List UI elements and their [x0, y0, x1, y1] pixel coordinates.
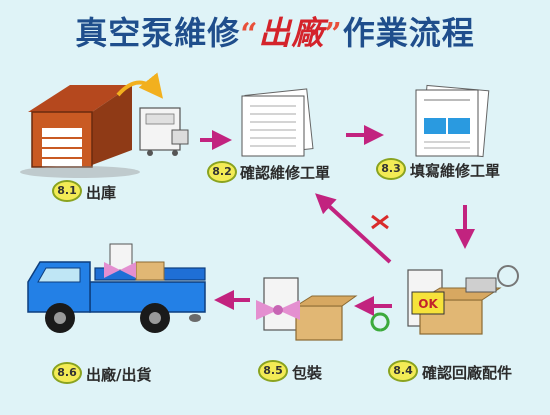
title-highlight: 出廠 [258, 14, 325, 52]
return-arrow [315, 193, 392, 264]
step-badge-8-3: 8.3 [376, 158, 406, 180]
step-label-8-5: 包裝 [292, 364, 323, 382]
title-main: 真空泵維修 [75, 14, 241, 52]
cross-icon [371, 214, 389, 230]
step-badge-8-2: 8.2 [207, 161, 237, 183]
warehouse-icon [20, 85, 140, 178]
step-label-8-2: 確認維修工單 [240, 164, 331, 182]
page-title: 真空泵維修“出廠”作業流程 [0, 8, 550, 54]
step-badge-8-5: 8.5 [258, 360, 288, 382]
step-label-8-1: 出庫 [86, 184, 117, 202]
returned-parts-icon: OK [370, 265, 519, 335]
delivery-truck-icon [27, 243, 206, 333]
work-order-icon [241, 88, 314, 157]
step-badge-8-6: 8.6 [52, 362, 82, 384]
filled-form-icon [415, 84, 490, 158]
title-tail: 作業流程 [342, 14, 475, 52]
step-label-8-6: 出廠/出貨 [86, 366, 152, 384]
step-label-8-3: 填寫維修工單 [410, 162, 501, 180]
title-quote-close: ” [324, 17, 343, 52]
packaging-icon [256, 277, 358, 341]
pump-icon [139, 107, 189, 156]
seal-ring-icon [370, 312, 390, 332]
step-badge-8-4: 8.4 [388, 360, 418, 382]
ok-stamp-text: OK [418, 297, 438, 311]
move-out-arrow [116, 72, 164, 99]
step-badge-8-1: 8.1 [52, 180, 82, 202]
step-label-8-4: 確認回廠配件 [422, 364, 513, 382]
title-quote-open: “ [240, 17, 259, 52]
